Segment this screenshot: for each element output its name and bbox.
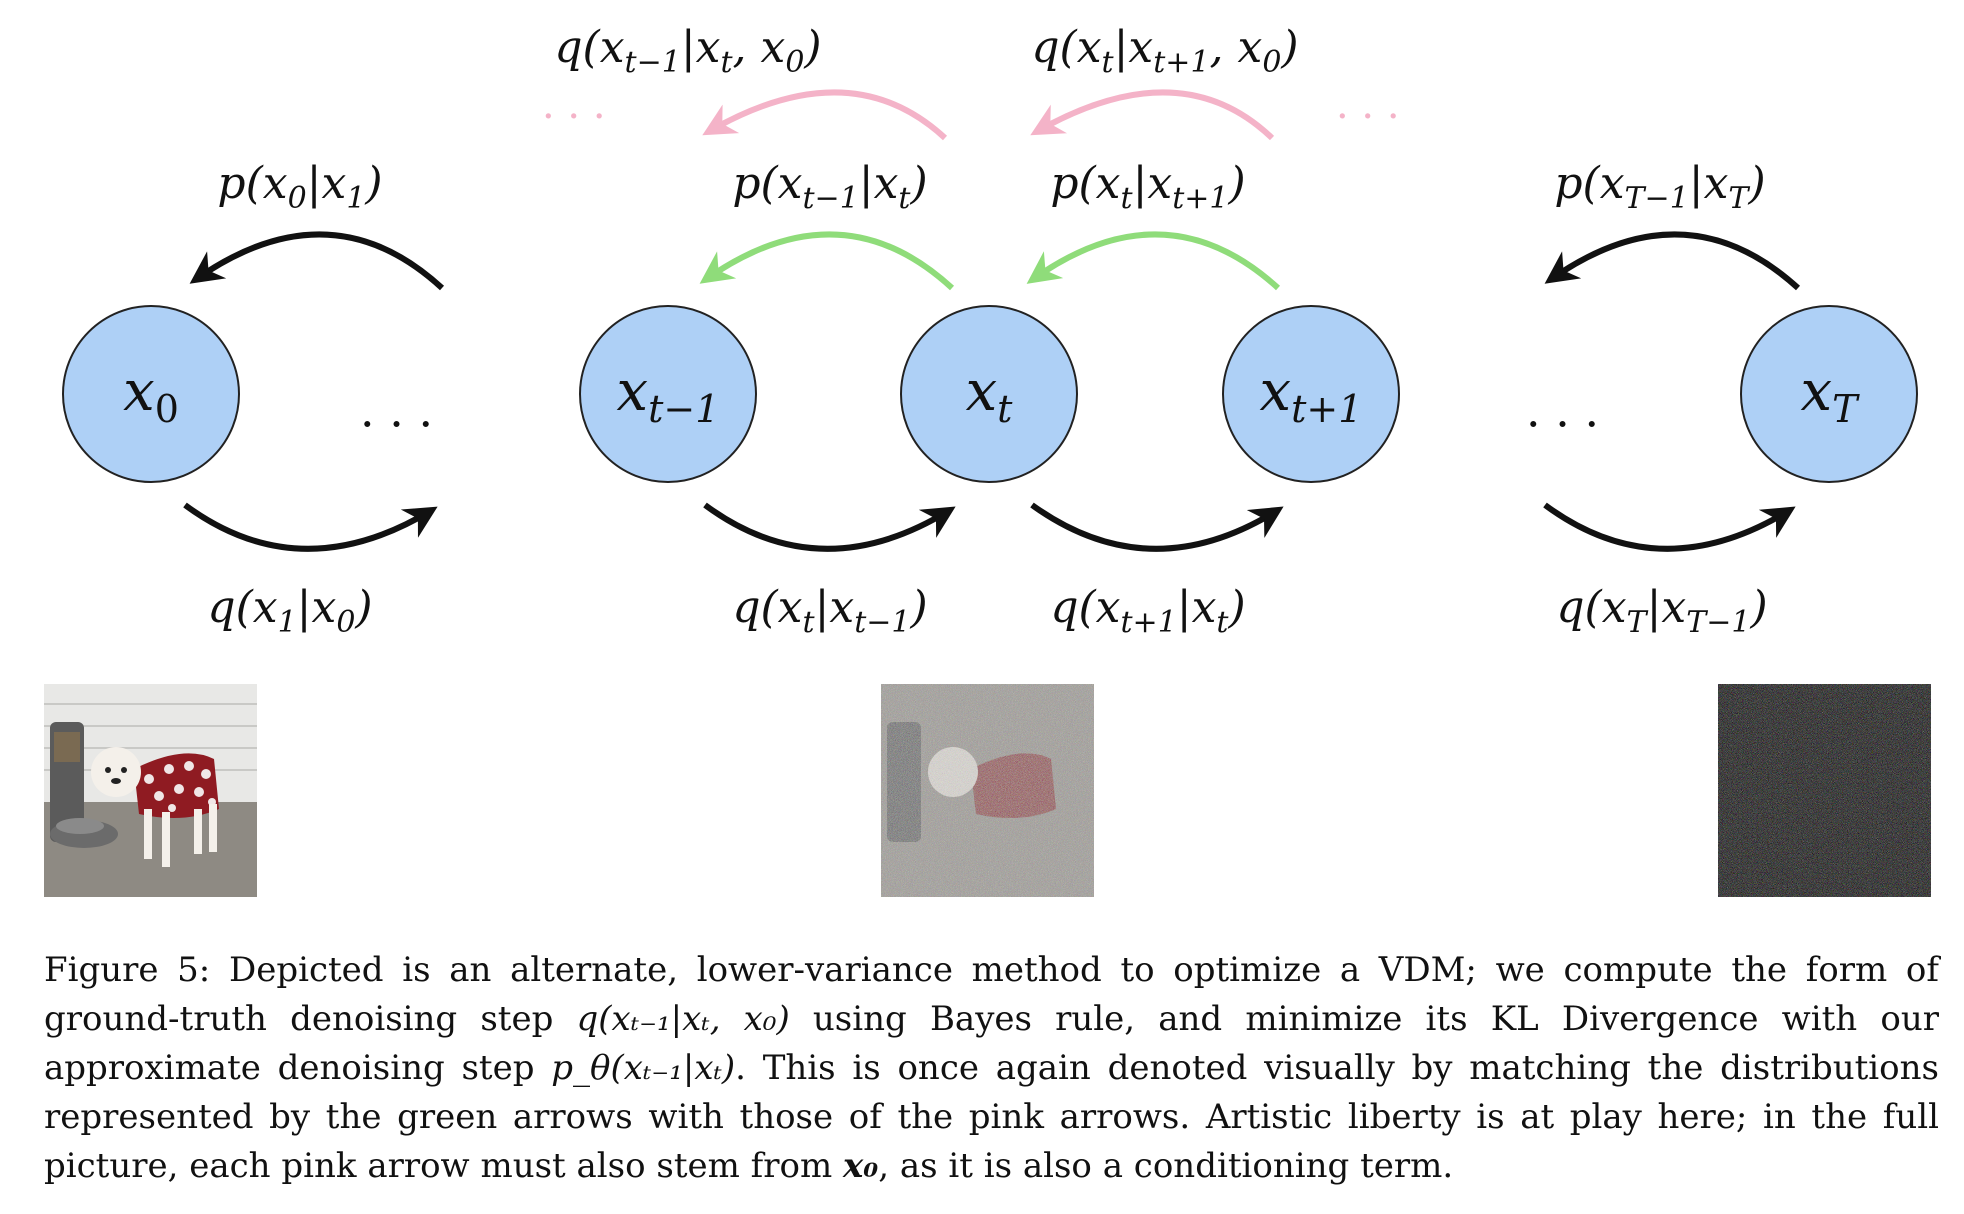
vdm-diagram: · · · · · · q(xt−1|xt, x0) q(xt|xt+1, x0… [62,22,1918,640]
label-p-xtm1-given-xt: p(xt−1|xt) [732,158,927,216]
pink-arrow-q-xt [1030,89,1275,141]
label-q-xt-given-xtp1-x0: q(xt|xt+1, x0) [1031,22,1298,80]
node-xt: xt [900,305,1078,483]
caption-text-1: Depicted is an alternate, lower-variance… [44,950,1939,1039]
black-arrow-q-xtp1 [1030,502,1284,552]
label-q-xtp1-given-xt: q(xt+1|xt) [1050,582,1245,640]
label-q-xT-given-xTm1: q(xT|xT−1) [1556,582,1767,640]
figure-caption: Figure 5: Depicted is an alternate, lowe… [44,946,1939,1191]
figure-label: Figure 5: [44,950,211,990]
label-q-xt-given-xtm1: q(xt|xt−1) [732,582,927,640]
label-p-xt-given-xtp1: p(xt|xt+1) [1050,158,1245,216]
ellipsis-left: · · · [360,397,433,451]
pure-noise-photo [1718,684,1931,897]
black-arrow-p-x0 [189,231,445,291]
node-xT: xT [1740,305,1918,483]
caption-math-3: x₀ [843,1146,879,1186]
caption-math-2: p_θ(xₜ₋₁|xₜ) [551,1048,736,1088]
pink-ellipsis-right: · · · [1336,94,1400,140]
black-arrow-q-xt [703,502,956,552]
node-xtm1: xt−1 [579,305,757,483]
label-p-x0-given-x1: p(x0|x1) [217,158,382,216]
black-arrow-p-xTm1 [1544,231,1801,291]
caption-text-4: , as it is also a conditioning term. [878,1146,1454,1186]
node-xtp1: xt+1 [1222,305,1400,483]
caption-math-1: q(xₜ₋₁|xₜ, x₀) [576,999,790,1039]
caption-text-3: . This is once again denoted visually by… [44,1048,1939,1186]
clean-dog-photo [44,684,257,897]
node-x0: x0 [62,305,240,483]
caption-text-2: using Bayes rule, and minimize its KL Di… [44,999,1939,1088]
black-arrow-q-x1 [183,502,438,552]
black-arrow-q-xT [1543,502,1796,552]
ellipsis-right: · · · [1526,397,1599,451]
label-q-x1-given-x0: q(x1|x0) [207,582,372,640]
label-q-xtm1-given-xt-x0: q(xt−1|xt, x0) [554,22,821,80]
noisy-dog-photo [881,684,1094,897]
pink-arrow-q-xtm1 [702,89,948,141]
green-arrow-p-xt [1026,231,1281,291]
label-p-xTm1-given-xT: p(xT−1|xT) [1554,158,1765,216]
pink-ellipsis-left: · · · [542,94,606,140]
green-arrow-p-xtm1 [699,231,955,291]
